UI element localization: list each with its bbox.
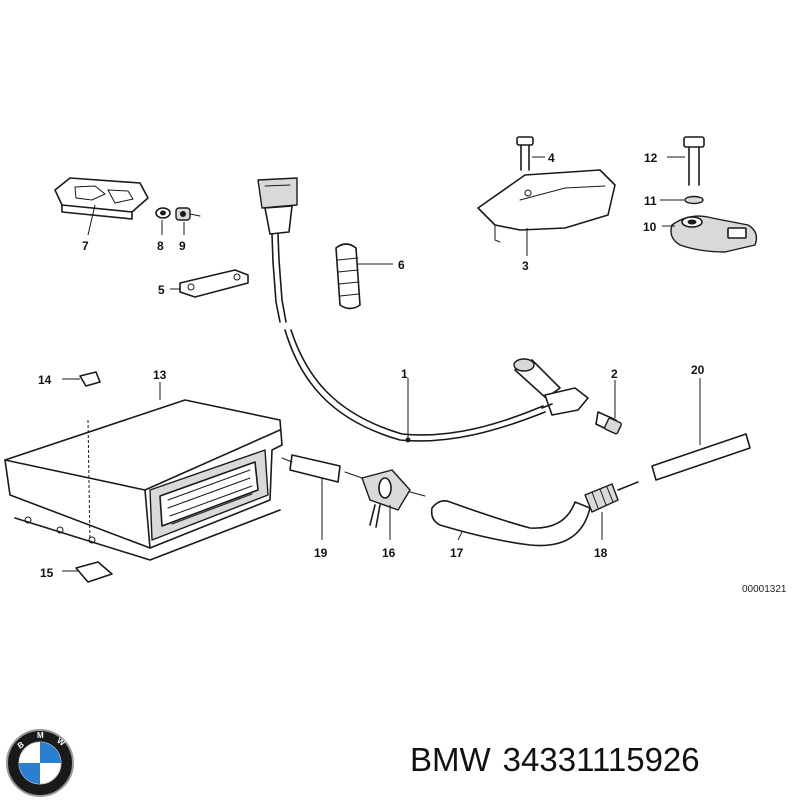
svg-text:M: M: [37, 731, 44, 740]
part-number: 34331115926: [502, 741, 700, 778]
callout-17: 17: [450, 546, 464, 560]
svg-text:B: B: [16, 740, 26, 751]
callout-7: 7: [82, 239, 89, 253]
callout-5: 5: [158, 283, 165, 297]
part-15-clip: [62, 561, 113, 583]
part-19-hose: [281, 454, 341, 540]
callout-15: 15: [40, 566, 54, 580]
part-11-washer: [660, 195, 704, 205]
callout-11: 11: [644, 194, 657, 208]
part-caption: BMW 34331115926: [410, 735, 790, 785]
callout-20: 20: [691, 363, 705, 377]
part-16-valve: [344, 469, 426, 540]
part-1-cable: [284, 329, 546, 443]
part-5-strap: [170, 269, 249, 298]
part-17-hose: [430, 500, 591, 547]
brand-name: BMW: [410, 741, 491, 778]
callout-18: 18: [594, 546, 608, 560]
part-3-cover: [477, 169, 616, 256]
diagram-reference-code: 00001321: [742, 584, 787, 595]
part-14-clip: [62, 371, 101, 387]
callout-labels: 1 2 3 4 5 6 7 8 9 10 11 12 13 14 15 16 1…: [38, 151, 705, 580]
part-2-sensor: [513, 358, 622, 435]
callout-16: 16: [382, 546, 396, 560]
part-13-control-unit: [4, 382, 283, 561]
svg-text:W: W: [55, 736, 67, 748]
callout-8: 8: [157, 239, 164, 253]
bmw-roundel-icon: B M W: [6, 729, 74, 797]
callout-10: 10: [643, 220, 657, 234]
part-9-nut: [175, 207, 201, 235]
callout-9: 9: [179, 239, 186, 253]
callout-3: 3: [522, 259, 529, 273]
callout-14: 14: [38, 373, 52, 387]
part-18-fitting: [584, 481, 639, 540]
part-12-bolt: [667, 136, 705, 186]
part-7-bracket: [54, 177, 149, 236]
part-8-washer: [155, 207, 171, 235]
callout-4: 4: [548, 151, 555, 165]
callout-13: 13: [153, 368, 167, 382]
callout-12: 12: [644, 151, 658, 165]
callout-6: 6: [398, 258, 405, 272]
callout-19: 19: [314, 546, 328, 560]
part-20-hose: [651, 378, 751, 481]
part-6-sleeve: [335, 243, 393, 310]
callout-1: 1: [401, 367, 408, 381]
callout-2: 2: [611, 367, 618, 381]
part-4-bolt: [516, 136, 545, 171]
part-10-knock-sensor: [662, 215, 758, 253]
part-connector-plug: [257, 177, 298, 323]
